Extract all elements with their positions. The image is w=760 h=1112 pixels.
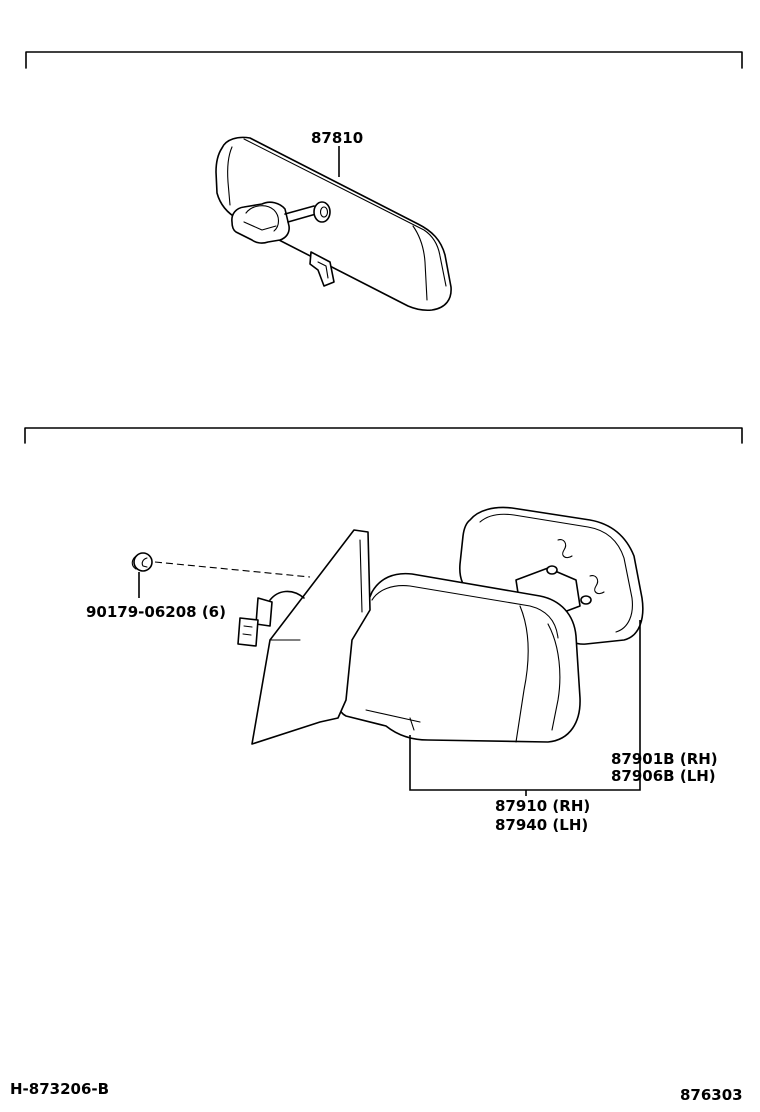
screw-drawing — [131, 552, 311, 598]
section-bracket-mid — [24, 427, 743, 444]
label-screw: 90179-06208 (6) — [86, 603, 226, 621]
section-inner-mirror: 87810 — [25, 51, 743, 312]
mirror-base-drawing — [237, 529, 371, 745]
page-code: 876303 — [680, 1086, 743, 1104]
label-assy-rh: 87910 (RH) — [495, 797, 590, 815]
mirror-housing-drawing — [336, 572, 581, 743]
leader-assy — [409, 620, 641, 791]
section-bracket-top — [25, 51, 743, 69]
inner-mirror-drawing — [215, 136, 452, 312]
label-glass-lh: 87906B (LH) — [611, 767, 716, 785]
section-outer-mirror: 90179-06208 (6) — [24, 427, 743, 834]
label-87810: 87810 — [311, 129, 363, 147]
label-assy-lh: 87940 (LH) — [495, 816, 588, 834]
label-glass-rh: 87901B (RH) — [611, 750, 718, 768]
drawing-id: H-873206-B — [10, 1080, 109, 1098]
